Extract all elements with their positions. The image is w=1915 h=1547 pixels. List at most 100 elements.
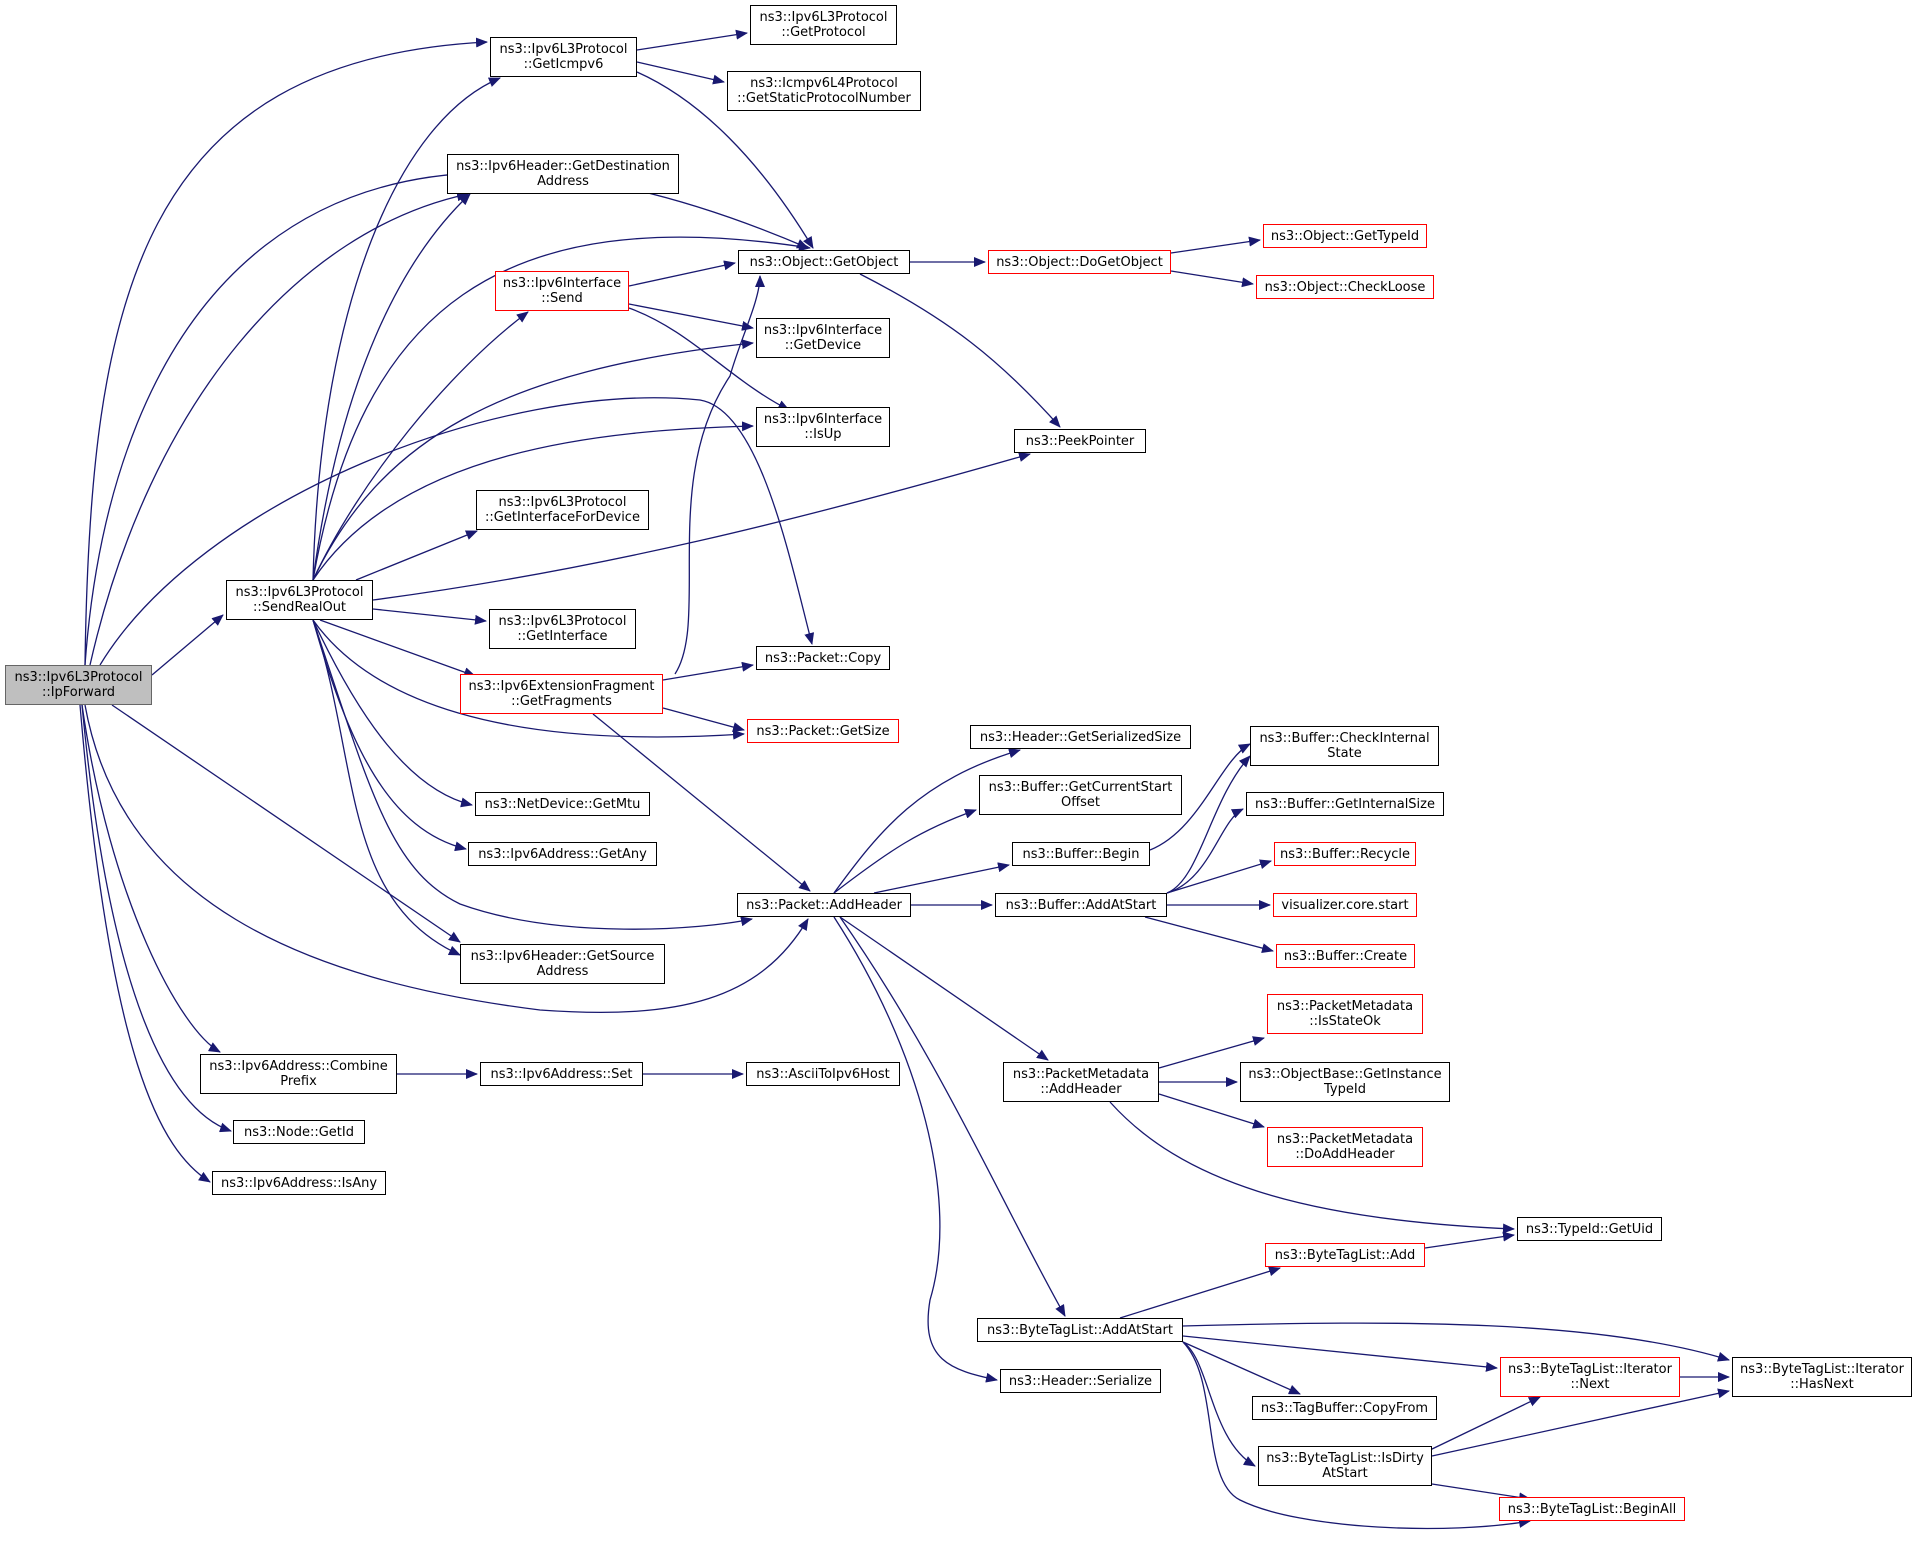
- node-btladd[interactable]: ns3::ByteTagList::Add: [1265, 1243, 1425, 1267]
- node-getprotocol[interactable]: ns3::Ipv6L3Protocol::GetProtocol: [750, 5, 897, 45]
- call-edge: [628, 260, 736, 287]
- call-edge: [1429, 1396, 1541, 1451]
- call-edge: [312, 339, 754, 581]
- node-sendrealout[interactable]: ns3::Ipv6L3Protocol::SendRealOut: [226, 580, 373, 620]
- call-edge: [592, 713, 811, 892]
- node-label: State: [1327, 746, 1362, 761]
- node-label: ns3::ObjectBase::GetInstance: [1248, 1067, 1442, 1082]
- node-getmtu[interactable]: ns3::NetDevice::GetMtu: [475, 792, 650, 816]
- node-label: ns3::Ipv6L3Protocol: [498, 614, 627, 629]
- node-label: ns3::Packet::GetSize: [756, 723, 890, 739]
- node-bufferbegin[interactable]: ns3::Buffer::Begin: [1012, 842, 1150, 866]
- node-label: ns3::Ipv6L3Protocol: [498, 495, 627, 510]
- node-asciitoipv6host[interactable]: ns3::AsciiToIpv6Host: [746, 1062, 900, 1086]
- node-iteratorhasnext[interactable]: ns3::ByteTagList::Iterator::HasNext: [1732, 1357, 1912, 1397]
- call-edge: [151, 614, 224, 676]
- node-label: ns3::Packet::Copy: [764, 650, 882, 666]
- node-gettypeid[interactable]: ns3::Object::GetTypeId: [1263, 224, 1427, 248]
- call-edge: [355, 530, 478, 581]
- call-edge: [1431, 1483, 1531, 1503]
- node-buffercreate[interactable]: ns3::Buffer::Create: [1276, 944, 1415, 968]
- call-edge: [873, 862, 1010, 894]
- call-edge: [1170, 270, 1254, 288]
- node-packetgetsize[interactable]: ns3::Packet::GetSize: [747, 719, 899, 743]
- node-checkloose[interactable]: ns3::Object::CheckLoose: [1256, 275, 1434, 299]
- node-peekpointer[interactable]: ns3::PeekPointer: [1014, 429, 1146, 453]
- node-getserializedsize[interactable]: ns3::Header::GetSerializedSize: [970, 725, 1191, 749]
- node-isstateok[interactable]: ns3::PacketMetadata::IsStateOk: [1267, 994, 1423, 1034]
- node-getany[interactable]: ns3::Ipv6Address::GetAny: [468, 842, 657, 866]
- node-label: ::GetDevice: [784, 338, 862, 353]
- call-edge: [312, 421, 754, 581]
- call-edge: [372, 452, 1031, 601]
- node-getinterface[interactable]: ns3::Ipv6L3Protocol::GetInterface: [489, 609, 636, 649]
- node-ifsend[interactable]: ns3::Ipv6Interface::Send: [495, 271, 629, 311]
- node-getinterfacefordevice[interactable]: ns3::Ipv6L3Protocol::GetInterfaceForDevi…: [476, 490, 649, 530]
- node-addrset[interactable]: ns3::Ipv6Address::Set: [480, 1062, 643, 1086]
- node-label: ns3::ByteTagList::AddAtStart: [987, 1322, 1173, 1338]
- node-label: ns3::Header::GetSerializedSize: [979, 729, 1182, 745]
- node-label: ns3::PeekPointer: [1025, 433, 1135, 449]
- node-getfragments[interactable]: ns3::Ipv6ExtensionFragment::GetFragments: [460, 674, 663, 714]
- call-edge: [84, 37, 488, 666]
- node-pmaddheader[interactable]: ns3::PacketMetadata::AddHeader: [1003, 1062, 1159, 1102]
- call-edge: [839, 916, 1049, 1061]
- node-label: Prefix: [280, 1074, 317, 1089]
- node-getuid[interactable]: ns3::TypeId::GetUid: [1517, 1217, 1662, 1241]
- node-label: ns3::Ipv6Header::GetDestination: [456, 159, 670, 174]
- node-bufferrecycle[interactable]: ns3::Buffer::Recycle: [1274, 842, 1416, 866]
- node-tagbuffercopyfrom[interactable]: ns3::TagBuffer::CopyFrom: [1252, 1396, 1437, 1420]
- node-getstaticprotocolnumber[interactable]: ns3::Icmpv6L4Protocol::GetStaticProtocol…: [727, 71, 921, 111]
- node-label: Address: [536, 964, 589, 979]
- node-packetcopy[interactable]: ns3::Packet::Copy: [756, 646, 890, 670]
- node-bufferaddatstart[interactable]: ns3::Buffer::AddAtStart: [995, 893, 1167, 917]
- call-edge: [312, 619, 753, 930]
- node-ifgetdevice[interactable]: ns3::Ipv6Interface::GetDevice: [756, 318, 890, 358]
- node-label: ns3::Ipv6L3Protocol: [14, 670, 143, 685]
- node-dogetobject[interactable]: ns3::Object::DoGetObject: [988, 250, 1171, 274]
- node-label: ns3::Object::GetObject: [749, 254, 899, 270]
- node-label: ::GetInterface: [517, 629, 608, 644]
- node-getinternalsize[interactable]: ns3::Buffer::GetInternalSize: [1246, 792, 1444, 816]
- node-addrisany[interactable]: ns3::Ipv6Address::IsAny: [212, 1171, 386, 1195]
- node-ifisup[interactable]: ns3::Ipv6Interface::IsUp: [756, 407, 890, 447]
- node-doaddheader[interactable]: ns3::PacketMetadata::DoAddHeader: [1267, 1127, 1423, 1167]
- node-headerserialize[interactable]: ns3::Header::Serialize: [1000, 1369, 1161, 1393]
- node-label: ns3::TagBuffer::CopyFrom: [1260, 1400, 1429, 1416]
- node-beginall[interactable]: ns3::ByteTagList::BeginAll: [1499, 1497, 1685, 1521]
- call-edge: [662, 707, 745, 732]
- node-label: ::IsUp: [804, 427, 842, 442]
- node-nodegetid[interactable]: ns3::Node::GetId: [233, 1120, 365, 1144]
- node-vizstart[interactable]: visualizer.core.start: [1273, 893, 1417, 917]
- node-label: ns3::NetDevice::GetMtu: [484, 796, 641, 812]
- node-label: ns3::Ipv6Address::Combine: [209, 1059, 388, 1074]
- call-edge: [1166, 755, 1251, 894]
- node-label: ns3::Icmpv6L4Protocol: [750, 76, 898, 91]
- call-edge: [833, 808, 977, 894]
- node-getobject[interactable]: ns3::Object::GetObject: [738, 250, 910, 274]
- node-label: ns3::PacketMetadata: [1276, 1132, 1414, 1147]
- call-edge: [99, 397, 815, 666]
- node-packetaddheader[interactable]: ns3::Packet::AddHeader: [737, 893, 911, 917]
- node-label: AtStart: [1322, 1466, 1368, 1481]
- node-label: visualizer.core.start: [1281, 897, 1409, 913]
- node-geticmpv6[interactable]: ns3::Ipv6L3Protocol::GetIcmpv6: [490, 37, 637, 77]
- node-iteratornext[interactable]: ns3::ByteTagList::Iterator::Next: [1500, 1357, 1680, 1397]
- call-edge: [833, 916, 998, 1383]
- node-label: ns3::AsciiToIpv6Host: [756, 1066, 890, 1082]
- node-label: ::GetFragments: [511, 694, 612, 709]
- call-edge: [84, 704, 809, 1014]
- node-label: ns3::ByteTagList::Add: [1274, 1247, 1416, 1263]
- node-label: ns3::Ipv6L3Protocol: [235, 585, 364, 600]
- node-btladdatstart[interactable]: ns3::ByteTagList::AddAtStart: [977, 1318, 1183, 1342]
- call-edge: [1182, 1341, 1301, 1395]
